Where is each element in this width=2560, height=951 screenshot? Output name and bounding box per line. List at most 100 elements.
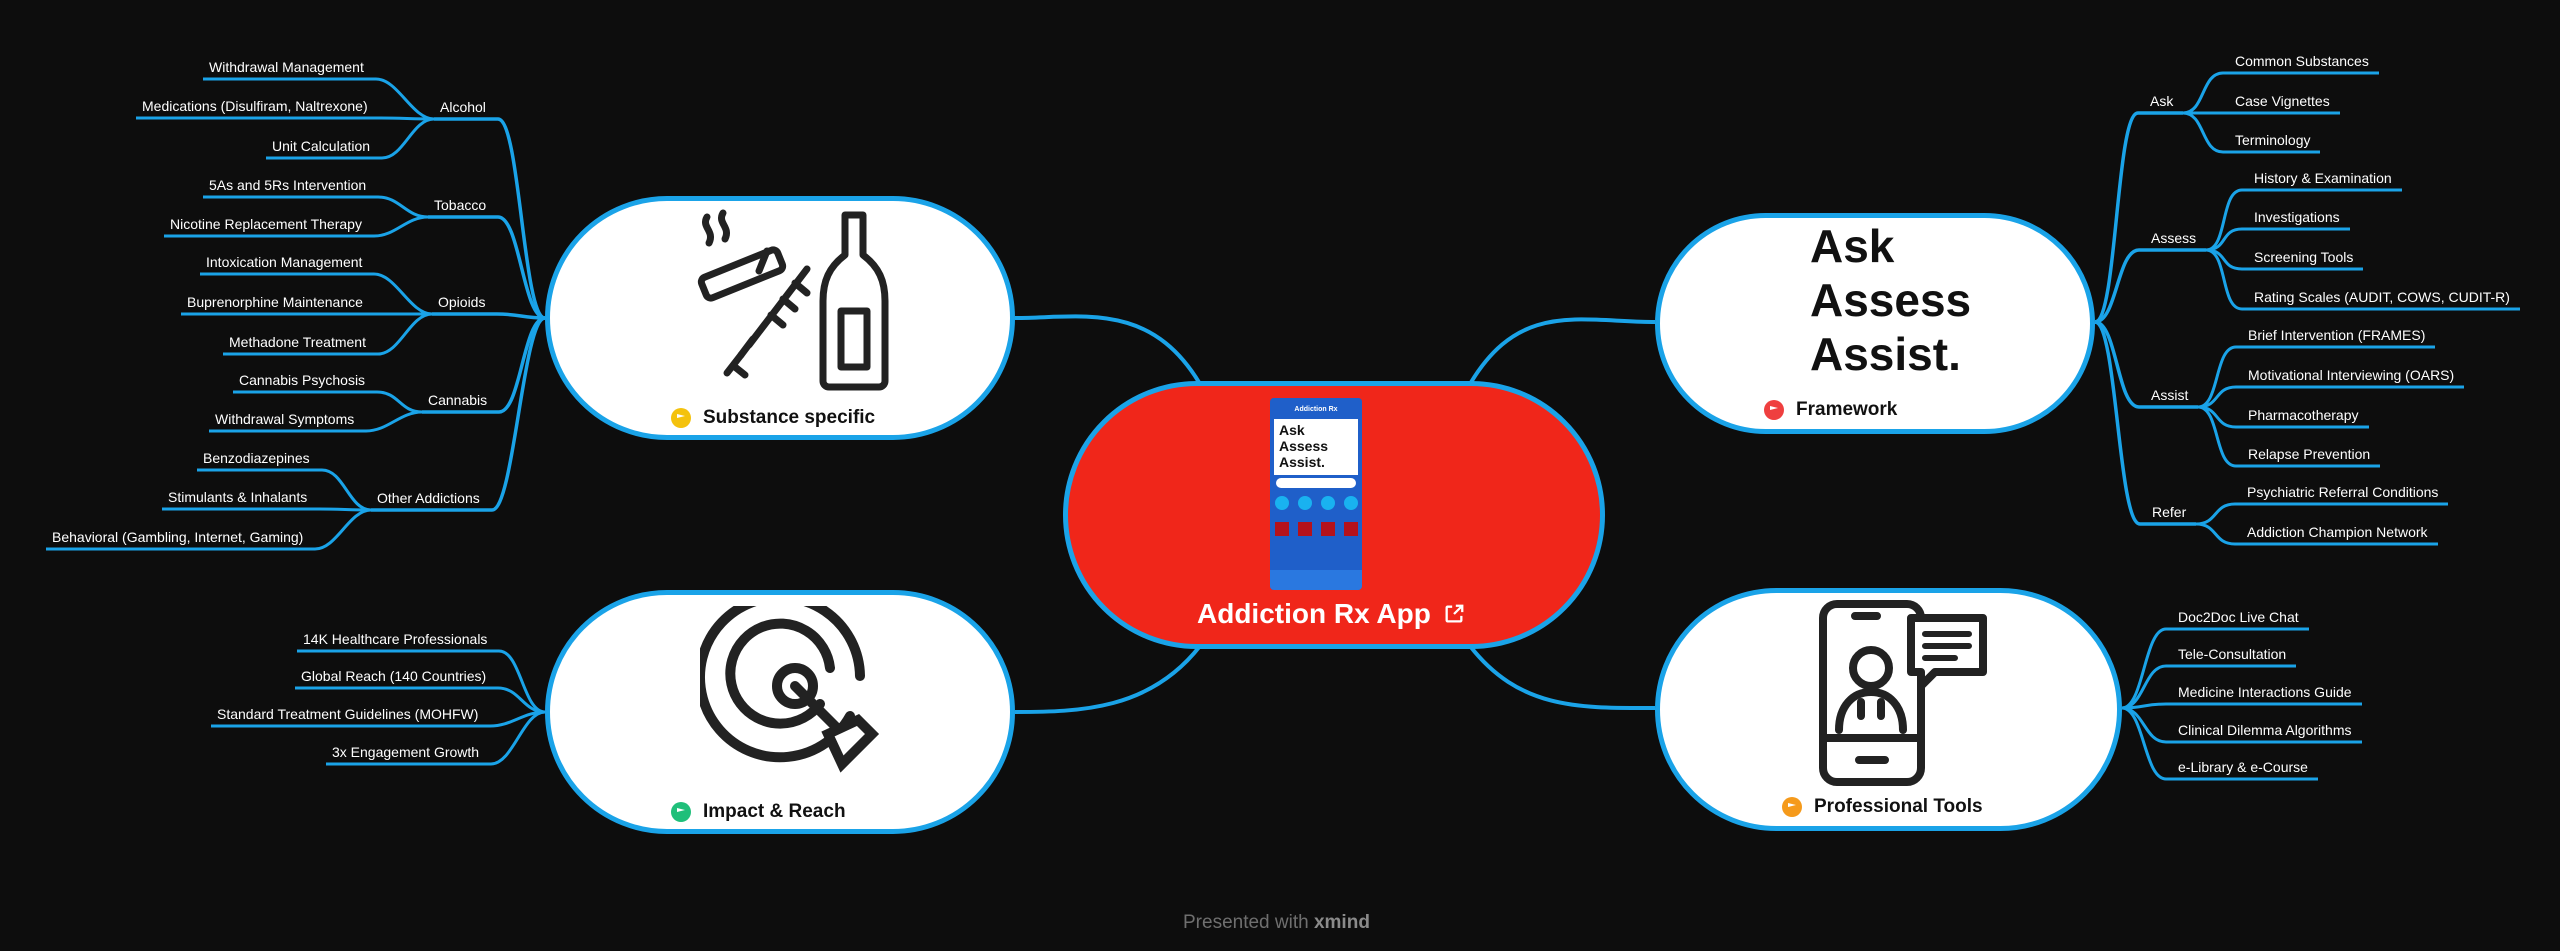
- connector-line: [428, 215, 546, 320]
- leaf-tobacco-2[interactable]: Nicotine Replacement Therapy: [170, 216, 362, 232]
- leaf-ask-2[interactable]: Case Vignettes: [2235, 93, 2330, 109]
- framework-hero-assess: Assess: [1810, 274, 1972, 326]
- leaf-other-3[interactable]: Behavioral (Gambling, Internet, Gaming): [52, 529, 304, 545]
- leaf-impact-2[interactable]: Global Reach (140 Countries): [301, 668, 487, 684]
- flag-icon: [1764, 400, 1784, 420]
- leaf-cannabis-1[interactable]: Cannabis Psychosis: [239, 372, 366, 388]
- leaf-impact-1[interactable]: 14K Healthcare Professionals: [303, 631, 488, 647]
- topic-tools-label-wrap: Professional Tools: [1782, 796, 1983, 818]
- connector-line: [326, 710, 546, 766]
- substance-group-alcohol[interactable]: Alcohol: [440, 99, 486, 115]
- topic-impact-title: Impact & Reach: [703, 801, 846, 822]
- leaf-ask-3[interactable]: Terminology: [2235, 132, 2311, 148]
- connector-line: [2094, 111, 2183, 324]
- phone-header: Addiction Rx: [1294, 406, 1338, 413]
- connector-line: [371, 316, 546, 512]
- leaf-alcohol-2[interactable]: Medications (Disulfiram, Naltrexone): [142, 98, 368, 114]
- footer-credit[interactable]: Presented with xmind: [1183, 912, 1370, 934]
- leaf-impact-3[interactable]: Standard Treatment Guidelines (MOHFW): [217, 706, 479, 722]
- connector-line: [1468, 644, 1656, 711]
- framework-group-ask[interactable]: Ask: [2150, 93, 2174, 109]
- leaf-refer-1[interactable]: Psychiatric Referral Conditions: [2247, 484, 2439, 500]
- leaf-impact-4[interactable]: 3x Engagement Growth: [332, 744, 480, 760]
- leaf-tools-3[interactable]: Medicine Interactions Guide: [2178, 684, 2352, 700]
- leaf-tools-2[interactable]: Tele-Consultation: [2178, 646, 2287, 662]
- connector-line: [164, 215, 429, 238]
- cigarette-syringe-bottle-icon: [697, 209, 889, 391]
- leaf-opioids-2[interactable]: Buprenorphine Maintenance: [187, 294, 363, 310]
- leaf-assist-3[interactable]: Pharmacotherapy: [2248, 407, 2359, 423]
- framework-group-refer[interactable]: Refer: [2152, 504, 2187, 520]
- connector-line: [2121, 664, 2296, 710]
- topic-framework-title: Framework: [1796, 399, 1898, 420]
- phone-hero-3: Assist.: [1279, 454, 1325, 470]
- leaf-assist-1[interactable]: Brief Intervention (FRAMES): [2248, 327, 2426, 343]
- leaf-tools-1[interactable]: Doc2Doc Live Chat: [2178, 609, 2299, 625]
- connector-line: [1468, 317, 1656, 386]
- connector-line: [197, 468, 372, 512]
- leaf-refer-2[interactable]: Addiction Champion Network: [2247, 524, 2428, 540]
- connector-line: [136, 116, 435, 121]
- topic-framework[interactable]: [1655, 213, 2095, 434]
- leaf-assist-2[interactable]: Motivational Interviewing (OARS): [2248, 367, 2455, 383]
- connector-line: [1014, 314, 1202, 386]
- substance-group-opioids[interactable]: Opioids: [438, 294, 486, 310]
- flag-icon: [671, 802, 691, 822]
- connector-line: [266, 117, 435, 160]
- leaf-assess-1[interactable]: History & Examination: [2254, 170, 2392, 186]
- footer-prefix: Presented with: [1183, 912, 1309, 933]
- leaf-opioids-1[interactable]: Intoxication Management: [206, 254, 363, 270]
- leaf-tools-5[interactable]: e-Library & e-Course: [2178, 759, 2308, 775]
- connector-line: [223, 312, 433, 356]
- topic-substance-title: Substance specific: [703, 407, 876, 428]
- framework-group-assess[interactable]: Assess: [2151, 230, 2197, 246]
- phone-hero-2: Assess: [1279, 438, 1329, 454]
- connector-line: [297, 649, 546, 714]
- connector-line: [2195, 522, 2438, 546]
- leaf-assess-4[interactable]: Rating Scales (AUDIT, COWS, CUDIT-R): [2254, 289, 2510, 305]
- connector-line: [2195, 502, 2448, 526]
- connector-line: [2182, 111, 2320, 154]
- leaf-cannabis-2[interactable]: Withdrawal Symptoms: [215, 411, 355, 427]
- connector-line: [2197, 405, 2380, 468]
- connector-line: [2197, 385, 2464, 409]
- framework-hero-ask: Ask: [1810, 220, 1895, 272]
- external-link-icon[interactable]: [1443, 603, 1465, 625]
- leaf-assist-4[interactable]: Relapse Prevention: [2248, 446, 2371, 462]
- connector-line: [2121, 627, 2309, 710]
- connector-line: [2121, 702, 2362, 710]
- connector-line: [2094, 320, 2196, 526]
- leaf-tobacco-1[interactable]: 5As and 5Rs Intervention: [209, 177, 367, 193]
- connector-line: [2094, 248, 2206, 324]
- leaf-assess-2[interactable]: Investigations: [2254, 209, 2340, 225]
- leaf-ask-1[interactable]: Common Substances: [2235, 53, 2369, 69]
- substance-group-cannabis[interactable]: Cannabis: [428, 392, 488, 408]
- flag-icon: [671, 408, 691, 428]
- topic-professional-tools[interactable]: [1655, 588, 2122, 831]
- leaf-alcohol-1[interactable]: Withdrawal Management: [209, 59, 364, 75]
- connector-line: [2197, 345, 2435, 409]
- leaf-other-1[interactable]: Benzodiazepines: [203, 450, 310, 466]
- substance-group-other[interactable]: Other Addictions: [377, 490, 480, 506]
- substance-group-tobacco[interactable]: Tobacco: [434, 197, 487, 213]
- connector-line: [203, 77, 435, 121]
- leaf-assess-3[interactable]: Screening Tools: [2254, 249, 2354, 265]
- leaf-tools-4[interactable]: Clinical Dilemma Algorithms: [2178, 722, 2352, 738]
- topic-impact-label-wrap: Impact & Reach: [671, 801, 846, 823]
- connector-line: [432, 312, 546, 320]
- doctor-phone-chat-icon: [1819, 600, 1987, 786]
- leaf-alcohol-3[interactable]: Unit Calculation: [272, 138, 371, 154]
- leaf-opioids-3[interactable]: Methadone Treatment: [229, 334, 366, 350]
- connector-line: [46, 508, 372, 551]
- topic-impact-reach[interactable]: [545, 590, 1015, 834]
- central-topic-title[interactable]: Addiction Rx App: [1197, 598, 1465, 630]
- connector-line: [233, 390, 423, 414]
- framework-group-assist[interactable]: Assist: [2151, 387, 2189, 403]
- topic-tools-title: Professional Tools: [1814, 796, 1983, 817]
- connector-line: [2205, 188, 2402, 252]
- leaf-other-2[interactable]: Stimulants & Inhalants: [168, 489, 308, 505]
- app-screenshot: Addiction Rx Ask Assess Assist.: [1270, 398, 1362, 590]
- target-icon: [700, 606, 880, 773]
